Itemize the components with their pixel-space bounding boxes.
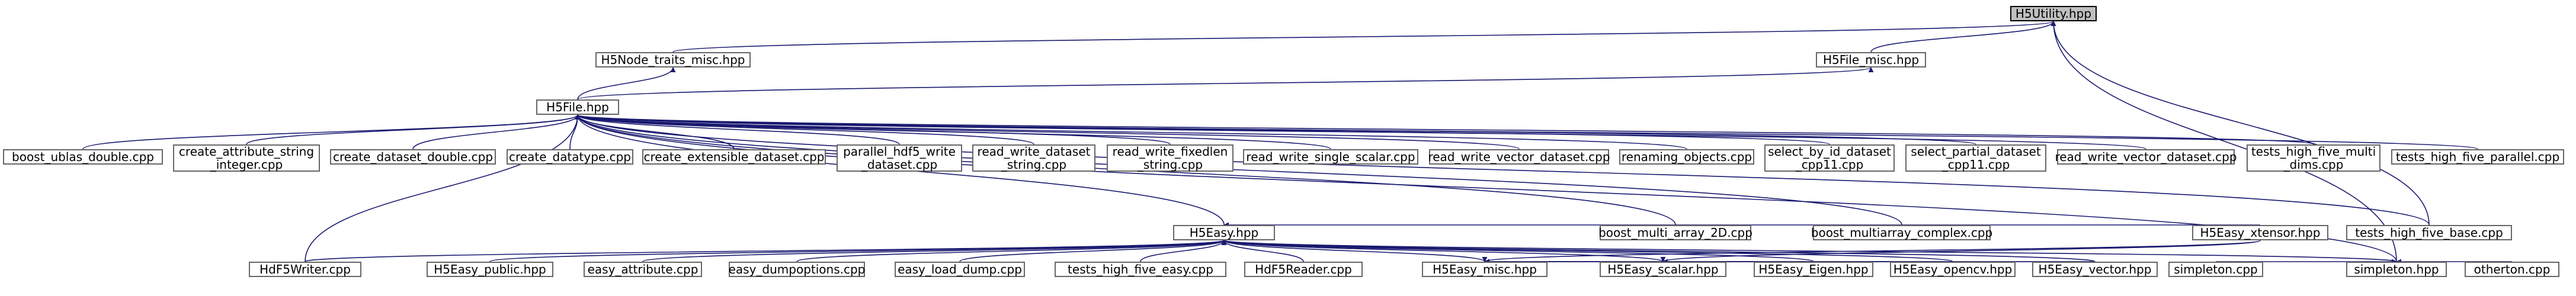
node-simpleton-hpp[interactable]: simpleton.hpp	[2346, 262, 2447, 277]
edge-read_write_dataset_string-to-file	[575, 114, 1034, 145]
node-otherton-cpp[interactable]: otherton.cpp	[2465, 262, 2559, 277]
edge-boost_ublas-to-file	[82, 114, 581, 150]
edge-h5easy_misc-to-h5easy	[1221, 240, 1485, 262]
node-hdf5reader-cpp[interactable]: HdF5Reader.cpp	[1244, 262, 1363, 277]
edge-easy_load_dump-to-h5easy	[959, 240, 1227, 262]
node-create-attribute-string-integer-cpp[interactable]: create_attribute_string _integer.cpp	[173, 144, 320, 172]
edge-read_write_vector_dataset-to-file	[575, 114, 1520, 150]
node-tests-high-five-multi-dims-cpp[interactable]: tests_high_five_multi _dims.cpp	[2247, 144, 2380, 172]
edge-file-to-node_traits_misc	[577, 67, 676, 100]
edge-h5easy_eigen-to-h5easy	[1221, 240, 1814, 262]
edge-h5easy_xtensor-to-h5easy_scalar	[1660, 240, 2261, 262]
edge-parallel_hdf5-to-file	[575, 114, 900, 145]
node-boost-multi-array-2d-cpp[interactable]: boost_multi_array_2D.cpp	[1598, 225, 1752, 240]
edge-simpleton_hpp-to-h5easy	[1222, 240, 2397, 262]
node-h5file-hpp[interactable]: H5File.hpp	[536, 99, 619, 115]
node-parallel-hdf5-write-dataset-cpp[interactable]: parallel_hdf5_write _dataset.cpp	[837, 144, 962, 172]
node-easy-load-dump-cpp[interactable]: easy_load_dump.cpp	[895, 262, 1025, 277]
node-tests-high-five-parallel-cpp[interactable]: tests_high_five_parallel.cpp	[2391, 149, 2564, 165]
edge-easy_attribute-to-h5easy	[642, 240, 1227, 262]
node-h5file-misc-hpp[interactable]: H5File_misc.hpp	[1816, 52, 1926, 67]
edge-tests_parallel-to-file	[575, 114, 2478, 150]
node-tests-high-five-base-cpp[interactable]: tests_high_five_base.cpp	[2346, 225, 2512, 240]
node-boost-multiarray-complex-cpp[interactable]: boost_multiarray_complex.cpp	[1811, 225, 1993, 240]
edge-read_write_vector_dataset_2-to-file	[575, 114, 2146, 150]
edge-read_write_single_scalar-to-file	[575, 114, 1331, 150]
node-create-datatype-cpp[interactable]: create_datatype.cpp	[507, 149, 633, 165]
node-h5easy-vector-hpp[interactable]: H5Easy_vector.hpp	[2032, 262, 2158, 277]
edge-create_dataset_double-to-file	[412, 114, 581, 150]
node-easy-attribute-cpp[interactable]: easy_attribute.cpp	[584, 262, 702, 277]
edge-file-to-file_misc	[577, 67, 1873, 100]
node-tests-high-five-easy-cpp[interactable]: tests_high_five_easy.cpp	[1055, 262, 1226, 277]
node-read-write-fixedlen-string-cpp[interactable]: read_write_fixedlen _string.cpp	[1107, 144, 1233, 172]
node-h5easy-public-hpp[interactable]: H5Easy_public.hpp	[427, 262, 553, 277]
edge-hdf5writer-to-file	[305, 114, 581, 262]
node-hdf5writer-cpp[interactable]: HdF5Writer.cpp	[249, 262, 361, 277]
node-create-dataset-double-cpp[interactable]: create_dataset_double.cpp	[330, 149, 496, 165]
node-simpleton-cpp[interactable]: simpleton.cpp	[2168, 262, 2263, 277]
edge-create_attr-to-file	[246, 114, 581, 145]
edge-tests_multi_dims-to-file	[575, 114, 2314, 145]
edge-simpleton_hpp-to-root	[2050, 21, 2397, 262]
edge-read_write_fixedlen-to-file	[575, 114, 1171, 145]
edge-h5easy_vector-to-h5easy	[1222, 240, 2096, 262]
node-select-partial-dataset-cpp11-cpp[interactable]: select_partial_dataset _cpp11.cpp	[1905, 144, 2046, 172]
edge-boost_multiarray_complex-to-file	[575, 114, 1902, 226]
edge-easy_dumpoptions-to-h5easy	[796, 240, 1227, 262]
node-h5easy-opencv-hpp[interactable]: H5Easy_opencv.hpp	[1890, 262, 2016, 277]
edge-file_misc-to-root	[1870, 21, 2056, 53]
edge-tests_base-to-file	[575, 114, 2430, 226]
edge-h5easy_scalar-to-h5easy	[1221, 240, 1664, 262]
node-h5easy-eigen-hpp[interactable]: H5Easy_Eigen.hpp	[1754, 262, 1873, 277]
node-read-write-vector-dataset-cpp-2[interactable]: read_write_vector_dataset.cpp	[2055, 149, 2237, 165]
node-h5utility-hpp[interactable]: H5Utility.hpp	[2010, 6, 2097, 21]
edge-h5easy_public-to-h5easy	[489, 240, 1226, 262]
node-renaming-objects-cpp[interactable]: renaming_objects.cpp	[1619, 149, 1754, 165]
node-create-extensible-dataset-cpp[interactable]: create_extensible_dataset.cpp	[642, 149, 826, 165]
node-h5easy-misc-hpp[interactable]: H5Easy_misc.hpp	[1422, 262, 1547, 277]
edge-hdf5reader-to-h5easy	[1221, 240, 1304, 262]
node-h5easy-scalar-hpp[interactable]: H5Easy_scalar.hpp	[1600, 262, 1726, 277]
edge-select_by_id-to-file	[575, 114, 1830, 145]
edge-renaming_objects-to-file	[575, 114, 1687, 150]
node-select-by-id-dataset-cpp11-cpp[interactable]: select_by_id_dataset _cpp11.cpp	[1764, 144, 1895, 172]
edge-tests_base-to-root	[2050, 21, 2430, 226]
edge-tests_easy-to-h5easy	[1140, 240, 1227, 262]
node-read-write-single-scalar-cpp[interactable]: read_write_single_scalar.cpp	[1243, 149, 1418, 165]
node-h5node-traits-misc-hpp[interactable]: H5Node_traits_misc.hpp	[595, 52, 751, 67]
edge-node_traits_misc-to-root	[672, 21, 2056, 53]
edge-h5easy_xtensor-to-h5easy_misc	[1482, 240, 2261, 262]
node-read-write-dataset-string-cpp[interactable]: read_write_dataset _string.cpp	[972, 144, 1095, 172]
node-h5easy-hpp[interactable]: H5Easy.hpp	[1173, 225, 1275, 240]
node-easy-dumpoptions-cpp[interactable]: easy_dumpoptions.cpp	[728, 262, 866, 277]
node-h5easy-xtensor-hpp[interactable]: H5Easy_xtensor.hpp	[2192, 225, 2328, 240]
node-read-write-vector-dataset-cpp[interactable]: read_write_vector_dataset.cpp	[1428, 149, 1610, 165]
node-boost-ublas-double-cpp[interactable]: boost_ublas_double.cpp	[3, 149, 163, 165]
